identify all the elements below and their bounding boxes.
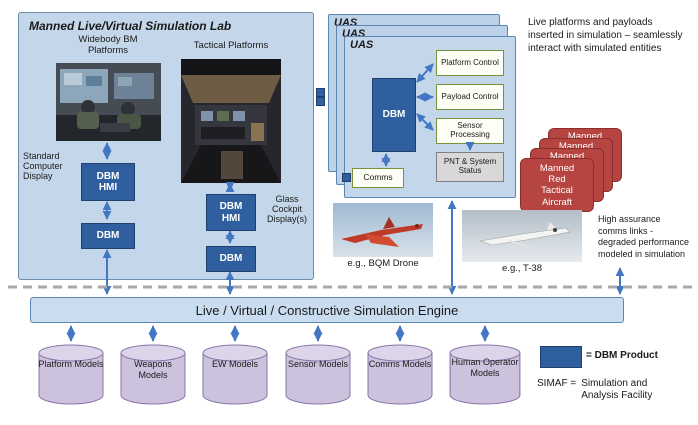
cylinder-shape (120, 344, 186, 405)
connector-node (316, 97, 325, 106)
standard-computer-display-label: Standard Computer Display (23, 151, 63, 182)
cylinder-shape (449, 344, 521, 405)
model-cylinder-comms: Comms Models (367, 344, 433, 406)
module-pnt-system-status: PNT & System Status (436, 152, 504, 182)
module-payload-control: Payload Control (436, 84, 504, 110)
widebody-dbm-hmi-box: DBM HMI (81, 163, 135, 201)
legend-dbm-label: = DBM Product (586, 350, 658, 361)
widebody-platforms-label: Widebody BM Platforms (78, 34, 138, 56)
uas-stack: UAS UAS UAS DBM Platform Control Payload… (328, 14, 520, 202)
module-sensor-processing: Sensor Processing (436, 118, 504, 144)
comms-box: Comms (352, 168, 404, 188)
module-platform-control: Platform Control (436, 50, 504, 76)
widebody-photo (56, 63, 161, 141)
model-cylinder-platform: Platform Models (38, 344, 104, 406)
bqm-drone-caption: e.g., BQM Drone (347, 258, 419, 269)
note-high-assurance: High assurance comms links - degraded pe… (598, 214, 690, 260)
t38-photo-block: e.g., T-38 (462, 210, 582, 274)
model-label: Platform Models (38, 359, 104, 369)
model-cylinder-ew: EW Models (202, 344, 268, 406)
glass-cockpit-display-label: Glass Cockpit Display(s) (266, 194, 307, 225)
cylinder-shape (367, 344, 433, 405)
uas-label-front: UAS (350, 39, 374, 51)
legend-simaf-value: Simulation and Analysis Facility (581, 378, 653, 401)
note-live-platforms: Live platforms and payloads inserted in … (528, 17, 683, 54)
model-label: Sensor Models (287, 359, 349, 369)
red-aircraft-box-front: Manned Red Tactical Aircraft (520, 158, 594, 212)
widebody-dbm-box: DBM (81, 223, 135, 249)
t38-caption: e.g., T-38 (502, 263, 542, 274)
model-cylinder-human-operator: Human Operator Models (449, 344, 521, 406)
model-cylinder-weapons: Weapons Models (120, 344, 186, 406)
tactical-dbm-box: DBM (206, 246, 256, 272)
cylinder-shape (202, 344, 268, 405)
uas-dbm-box: DBM (372, 78, 416, 152)
red-aircraft-stack: Manned Manned Manned Manned Red Tactical… (520, 124, 624, 214)
cylinder-shape (285, 344, 351, 405)
tactical-cockpit-photo (181, 59, 281, 183)
bqm-drone-photo-block: e.g., BQM Drone (333, 203, 433, 269)
model-label: Comms Models (368, 359, 432, 369)
connector-node (342, 173, 351, 182)
lab-title: Manned Live/Virtual Simulation Lab (29, 19, 232, 33)
model-label: Human Operator Models (451, 357, 519, 378)
manned-simulation-lab-panel: Manned Live/Virtual Simulation Lab Wideb… (18, 12, 314, 280)
model-cylinder-sensor: Sensor Models (285, 344, 351, 406)
model-label: EW Models (211, 359, 258, 369)
t38-photo (462, 210, 582, 262)
cylinder-shape (38, 344, 104, 405)
connector-node (316, 88, 325, 97)
model-label: Weapons Models (134, 359, 172, 380)
legend-simaf-label: SIMAF = (537, 378, 577, 389)
legend-dbm-swatch (540, 346, 582, 368)
legend-simaf: SIMAF = Simulation and Analysis Facility (537, 378, 661, 402)
tactical-dbm-hmi-box: DBM HMI (206, 194, 256, 231)
tactical-platforms-label: Tactical Platforms (193, 40, 269, 51)
bqm-drone-photo (333, 203, 433, 257)
simulation-engine-bar: Live / Virtual / Constructive Simulation… (30, 297, 624, 323)
